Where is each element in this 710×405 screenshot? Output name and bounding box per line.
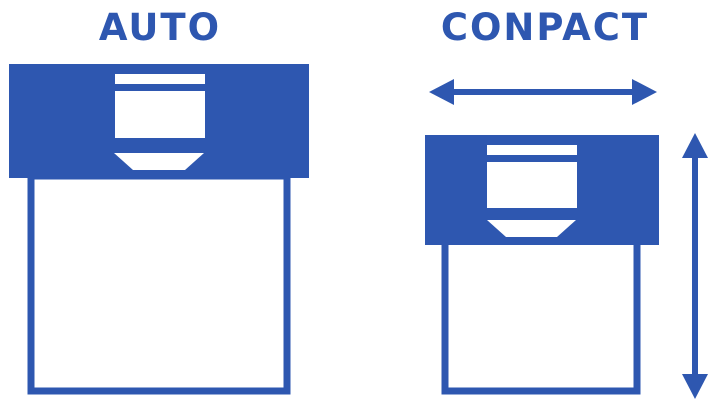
auto-nozzle-funnel	[114, 153, 204, 170]
auto-nozzle-top-plate	[115, 74, 205, 84]
compact-mode-label: CONPACT	[440, 6, 650, 49]
double-headed-horizontal-arrow-icon	[429, 79, 657, 105]
compact-mode-machine-icon	[425, 135, 659, 395]
compact-machine-body	[441, 237, 641, 395]
horizontal-arrow-left-head	[429, 79, 454, 105]
vertical-arrow-bottom-head	[682, 374, 708, 399]
vertical-arrow-top-head	[682, 133, 708, 158]
auto-machine-body	[27, 172, 291, 395]
auto-mode-machine-icon	[9, 64, 309, 395]
compact-nozzle-funnel	[487, 220, 576, 237]
auto-mode-label: AUTO	[98, 6, 222, 49]
auto-nozzle-chamber	[115, 91, 205, 138]
compact-nozzle-chamber	[487, 162, 577, 208]
horizontal-arrow-right-head	[632, 79, 657, 105]
double-headed-vertical-arrow-icon	[682, 133, 708, 399]
compact-nozzle-top-plate	[487, 145, 577, 155]
